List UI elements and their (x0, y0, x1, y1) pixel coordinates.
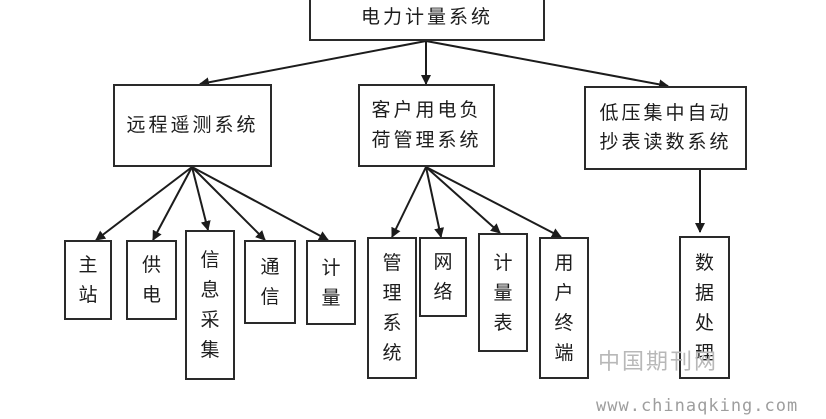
leaf-char: 统 (382, 342, 402, 364)
leaf-char: 采 (200, 309, 220, 331)
root-node-box: 电力计量系统 (309, 0, 545, 41)
leaf-char: 户 (554, 282, 574, 304)
leaf-guanli-xitong: 管 理 系 统 (367, 237, 417, 379)
remote-telemetry-node: 远程遥测系统 (113, 84, 272, 167)
leaf-char: 站 (78, 284, 98, 306)
remote-telemetry-label: 远程遥测系统 (126, 113, 259, 136)
arrow-remote-to-gongdian (152, 166, 193, 241)
leaf-char: 供 (141, 254, 161, 276)
leaf-char: 信 (260, 286, 280, 308)
arrow-customer-to-jiliangbiao (425, 166, 501, 234)
leaf-shuju-chuli: 数 据 处 理 (679, 236, 730, 379)
arrow-root-to-remote (199, 40, 427, 88)
arrow-remote-to-tongxin (191, 166, 266, 241)
leaf-char: 处 (694, 311, 714, 334)
leaf-gongdian: 供 电 (126, 240, 177, 320)
leaf-char: 理 (382, 282, 402, 304)
leaf-char: 网 (433, 251, 453, 273)
leaf-char: 用 (554, 252, 574, 274)
leaf-char: 通 (260, 256, 280, 278)
arrow-remote-to-xinxi (191, 166, 211, 231)
leaf-zhuzhan: 主 站 (64, 240, 112, 320)
leaf-char: 主 (78, 254, 98, 276)
leaf-char: 信 (200, 249, 220, 271)
low-voltage-label-line1: 低压集中自动 (599, 101, 732, 124)
leaf-char: 息 (200, 279, 220, 301)
leaf-char: 理 (694, 341, 714, 364)
leaf-wangluo: 网 络 (419, 237, 467, 317)
leaf-char: 计 (321, 256, 341, 279)
arrow-root-to-lowvoltage (425, 40, 669, 90)
customer-load-node: 客户用电负 荷管理系统 (358, 84, 495, 167)
arrow-customer-to-yonghu (425, 166, 562, 238)
leaf-char: 集 (200, 339, 220, 361)
leaf-jiliangbiao: 计 量 表 (478, 233, 528, 352)
arrow-customer-to-wangluo (425, 166, 445, 238)
root-node-label: 电力计量系统 (360, 5, 493, 28)
watermark-logo-text: 中国期刊网 (598, 350, 719, 375)
leaf-char: 据 (694, 281, 714, 304)
leaf-char: 管 (382, 252, 402, 274)
leaf-char: 量 (321, 286, 341, 309)
arrow-remote-to-jiliang (191, 166, 329, 241)
leaf-char: 电 (141, 284, 161, 306)
customer-load-label-line2: 荷管理系统 (371, 128, 482, 151)
low-voltage-label-line2: 抄表读数系统 (599, 131, 732, 153)
customer-load-label-line1: 客户用电负 (371, 99, 482, 122)
leaf-tongxin: 通 信 (244, 240, 296, 324)
watermark-url: www.chinaqking.com (596, 396, 799, 416)
leaf-char: 量 (493, 281, 513, 304)
arrow-customer-to-guanli (391, 166, 427, 238)
leaf-char: 络 (433, 281, 453, 303)
leaf-yonghu-zhongduan: 用 户 终 端 (539, 237, 589, 379)
leaf-char: 表 (493, 311, 513, 334)
leaf-jiliang: 计 量 (306, 240, 356, 325)
arrow-remote-to-zhuzhan (95, 166, 193, 241)
low-voltage-meter-node: 低压集中自动 抄表读数系统 (584, 86, 747, 170)
leaf-char: 端 (554, 342, 574, 364)
leaf-char: 系 (382, 312, 402, 334)
leaf-char: 数 (694, 251, 714, 274)
leaf-char: 计 (493, 251, 513, 274)
leaf-char: 终 (554, 312, 574, 334)
leaf-xinxi-caiji: 信 息 采 集 (185, 230, 235, 380)
